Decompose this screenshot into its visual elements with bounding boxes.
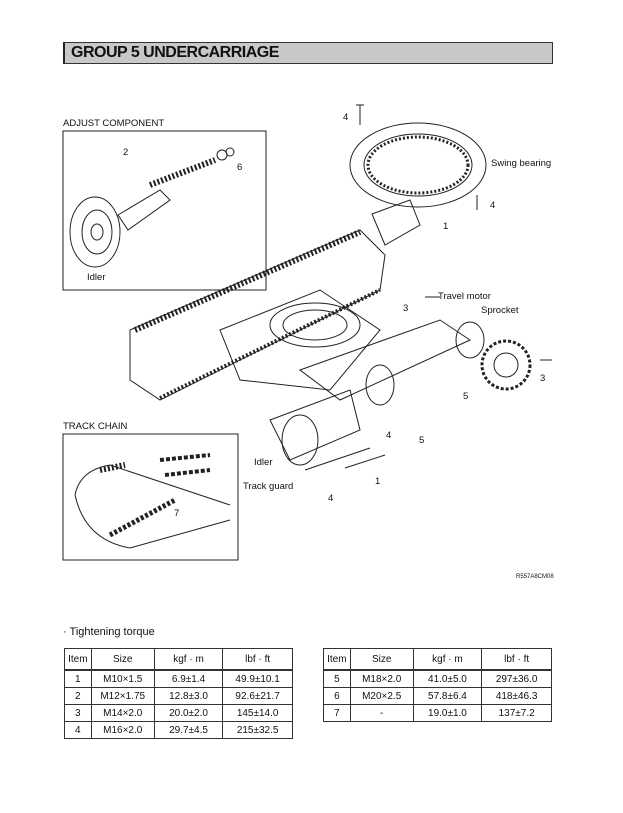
callout-number: 2: [123, 147, 128, 158]
cell: 20.0±2.0: [153, 704, 224, 722]
section-title: GROUP 5 UNDERCARRIAGE: [71, 44, 279, 61]
callout-number: 4: [328, 493, 333, 504]
cell: 4: [64, 721, 92, 739]
cell: 29.7±4.5: [153, 721, 224, 739]
callout-number: 6: [237, 162, 242, 173]
cell: 7: [323, 704, 351, 722]
swing-bearing-label: Swing bearing: [491, 158, 551, 169]
cell: 145±14.0: [222, 704, 293, 722]
column-header: kgf · m: [153, 648, 224, 671]
idler-inset-drawing: [69, 147, 235, 268]
sprocket-label: Sprocket: [481, 305, 519, 316]
cell: 49.9±10.1: [222, 669, 293, 688]
cell: 1: [64, 669, 92, 688]
cell: 12.8±3.0: [153, 687, 224, 705]
cell: M10×1.5: [90, 669, 155, 688]
callout-number: 5: [463, 391, 468, 402]
cell: 3: [64, 704, 92, 722]
section-header: GROUP 5 UNDERCARRIAGE: [63, 42, 553, 64]
callout-number: 7: [174, 508, 179, 519]
cell: 19.0±1.0: [412, 704, 483, 722]
travel-motor-label: Travel motor: [438, 291, 491, 302]
cell: 5: [323, 669, 351, 688]
callout-number: 3: [403, 303, 408, 314]
callout-number: 1: [375, 476, 380, 487]
callout-number: 4: [343, 112, 348, 123]
column-header: lbf · ft: [481, 648, 552, 671]
tightening-torque-title: · Tightening torque: [63, 626, 155, 638]
column-header: lbf · ft: [222, 648, 293, 671]
callout-number: 5: [419, 435, 424, 446]
cell: 297±36.0: [481, 669, 552, 688]
cell: 2: [64, 687, 92, 705]
callout-number: 1: [443, 221, 448, 232]
callout-number: 4: [490, 200, 495, 211]
table-header-row: Item Size kgf · m lbf · ft: [323, 648, 552, 671]
callout-number: 4: [386, 430, 391, 441]
column-header: Size: [349, 648, 414, 671]
swing-bearing-drawing: [349, 104, 487, 210]
idler-label: Idler: [254, 457, 272, 468]
cell: M20×2.5: [349, 687, 414, 705]
cell: 41.0±5.0: [412, 669, 483, 688]
track-guard-label: Track guard: [243, 481, 293, 492]
column-header: Item: [64, 648, 92, 671]
column-header: kgf · m: [412, 648, 483, 671]
cell: 215±32.5: [222, 721, 293, 739]
cell: M16×2.0: [90, 721, 155, 739]
column-header: Item: [323, 648, 351, 671]
idler-inset-label: Idler: [87, 272, 105, 283]
cell: 57.8±6.4: [412, 687, 483, 705]
cell: -: [349, 704, 414, 722]
adjust-component-title: ADJUST COMPONENT: [63, 118, 165, 129]
cell: 6: [323, 687, 351, 705]
column-header: Size: [90, 648, 155, 671]
cell: M14×2.0: [90, 704, 155, 722]
callout-number: 3: [540, 373, 545, 384]
cell: 92.6±21.7: [222, 687, 293, 705]
cell: 418±46.3: [481, 687, 552, 705]
cover-drawing: [371, 199, 421, 246]
cell: M18×2.0: [349, 669, 414, 688]
adjust-component-inset: [62, 130, 267, 291]
cell: 137±7.2: [481, 704, 552, 722]
track-frame-drawing: [129, 229, 552, 471]
table-header-row: Item Size kgf · m lbf · ft: [64, 648, 293, 671]
drawing-reference-code: R557A8CM08: [516, 574, 554, 580]
track-chain-title: TRACK CHAIN: [63, 421, 128, 432]
track-chain-drawing: [74, 453, 231, 549]
cell: M12×1.75: [90, 687, 155, 705]
cell: 6.9±1.4: [153, 669, 224, 688]
track-chain-inset: [62, 433, 239, 561]
